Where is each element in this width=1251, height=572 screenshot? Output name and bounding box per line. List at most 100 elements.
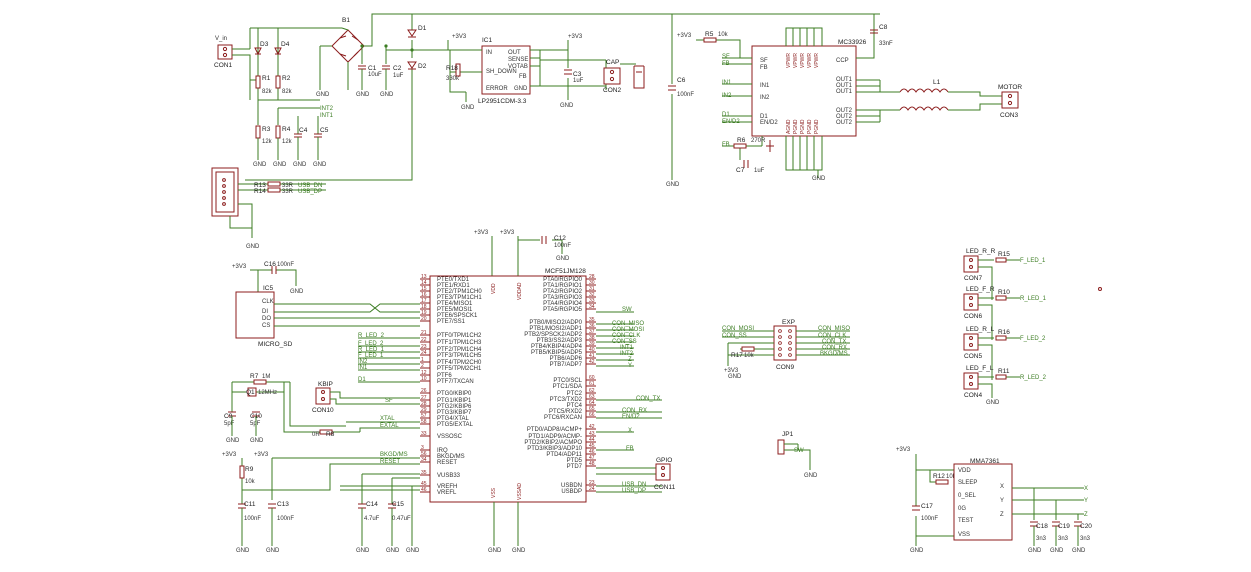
mcu-pin-signal: VREFH xyxy=(437,484,457,490)
y-net: Y xyxy=(628,363,632,369)
mcu-pin-signal: PTB1/MOSI2/ADP1 xyxy=(529,326,582,332)
r18-value: 330k xyxy=(446,76,460,82)
crystal-section: R7 1M Q1 12MHz C9 5pF C10 5pF GND GND 0R… xyxy=(222,373,420,554)
c1-value: 10uF xyxy=(368,72,382,78)
usb-connector xyxy=(211,167,239,217)
r10-label: R10 xyxy=(998,289,1010,296)
mcu-pin-number: 56 xyxy=(421,451,427,457)
exp-con-rx-net: CON_RX xyxy=(822,345,847,351)
mcu-pin-number: 46 xyxy=(421,487,427,493)
mcu-pin-number: 19 xyxy=(421,310,427,316)
c7-value: 1uF xyxy=(754,168,765,174)
mc-pin-out1: OUT1 xyxy=(836,89,853,95)
r12-label: R12 xyxy=(933,473,945,480)
c19-label: C19 xyxy=(1058,523,1070,530)
mcu-pin-signal: BKGD/MS xyxy=(437,454,465,460)
v33-label: +3V3 xyxy=(254,452,269,458)
d2-diode xyxy=(407,61,417,70)
mcu-pin-number: 16 xyxy=(421,292,427,298)
ic1-pin-gnd: GND xyxy=(514,86,528,92)
mcu-pin-number: 66 xyxy=(589,412,595,418)
c3-label: C3 xyxy=(573,71,582,78)
mcu-pin-number: 42 xyxy=(589,359,595,365)
mcu-pin-number: 24 xyxy=(421,350,427,356)
mc-net-fb-bottom: FB xyxy=(722,142,730,148)
gnd-label: GND xyxy=(488,548,502,554)
r17-resistor xyxy=(741,346,755,352)
mcu-pin-signal: PTF3/TPM1CH5 xyxy=(437,353,482,359)
mcu-pin-number: 3 xyxy=(421,445,424,451)
c3-capacitor xyxy=(564,69,572,75)
c20-value: 3n3 xyxy=(1080,536,1091,542)
gnd-label: GND xyxy=(266,548,280,554)
mcu-pin-number: 35 xyxy=(589,317,595,323)
r11-label: R11 xyxy=(998,368,1010,375)
in1-net: IN1 xyxy=(358,365,368,371)
r1-label: R1 xyxy=(262,75,271,82)
mc-pin-out2: OUT2 xyxy=(836,114,853,120)
mcu-pin-signal: PTE1/RXD1 xyxy=(437,283,470,289)
con4-connector xyxy=(963,372,979,390)
svg-text:VPWR: VPWR xyxy=(786,53,792,68)
con-clk-net: CON_CLK xyxy=(612,333,640,339)
int2-net: INT2 xyxy=(620,351,634,357)
r15-label: R15 xyxy=(998,251,1010,258)
mcu-pin-signal: VREFL xyxy=(437,490,457,496)
mcu-pin-signal: PTF7/TXCAN xyxy=(437,379,474,385)
gnd-label: GND xyxy=(316,92,330,98)
r15-net: F_LED_1 xyxy=(1020,258,1046,264)
ic1-pin-votab: VOTAB xyxy=(508,64,528,70)
gnd-label: GND xyxy=(356,548,370,554)
mcu-pin-signal: PTA0/RGPIO0 xyxy=(543,277,583,283)
microsd-section: +3V3 C16 100nF GND IC5 CLK DI DO CS MICR… xyxy=(232,261,420,348)
r4-resistor xyxy=(275,125,281,139)
mcu-pin-signal: PTG2/KBIP6 xyxy=(437,404,472,410)
c18-value: 3n3 xyxy=(1036,536,1047,542)
mcu-pin-signal: PTA2/RGPIO2 xyxy=(543,289,583,295)
ic1-value: LP2951CDM-3.3 xyxy=(478,98,527,105)
led-f-l-label: LED_F_L xyxy=(966,365,994,372)
mcu-pin-number: 27 xyxy=(421,395,427,401)
gpio-connector xyxy=(655,463,671,481)
gnd-label: GND xyxy=(356,92,370,98)
r4-value: 12k xyxy=(282,139,293,145)
exp-bkgd-net: BKGD/MS xyxy=(820,351,848,357)
c4-label: C4 xyxy=(299,127,308,134)
xtal-net: XTAL xyxy=(380,416,395,422)
mc-pin-out2: OUT2 xyxy=(836,108,853,114)
l1-inductor-a xyxy=(899,88,949,93)
r5-label: R5 xyxy=(705,31,714,38)
mcu-pin-signal: PTG0/KBIP0 xyxy=(437,391,472,397)
kbip-connector xyxy=(315,387,331,405)
v33-label: +3V3 xyxy=(232,264,247,270)
mcu-pin-signal: PTE5/MOSI1 xyxy=(437,307,473,313)
usb-dn-net: USB_DN xyxy=(298,183,322,189)
mma-pin-sleep: SLEEP xyxy=(958,480,977,486)
r6-resistor xyxy=(733,143,747,149)
r6-label: R6 xyxy=(737,137,746,144)
q1-label: Q1 xyxy=(246,389,255,396)
mma-pin-0g: 0G xyxy=(958,506,966,512)
c11-label: C11 xyxy=(244,501,256,508)
svg-text:PGND: PGND xyxy=(800,119,806,134)
ic1-regulator xyxy=(481,45,531,95)
l1-label: L1 xyxy=(933,79,941,86)
ic1-regulator-section: IC1 IN OUT SENSE VOTAB SH_DOWN FB ERROR … xyxy=(446,34,645,111)
v33-label: +3V3 xyxy=(500,230,515,236)
r10-net: R_LED_1 xyxy=(1020,296,1047,302)
gnd-label: GND xyxy=(986,400,1000,406)
l1-inductor-b xyxy=(899,106,949,111)
mcu-pin-signal: PTA3/RGPIO3 xyxy=(543,295,583,301)
con9-label: CON9 xyxy=(776,364,794,371)
